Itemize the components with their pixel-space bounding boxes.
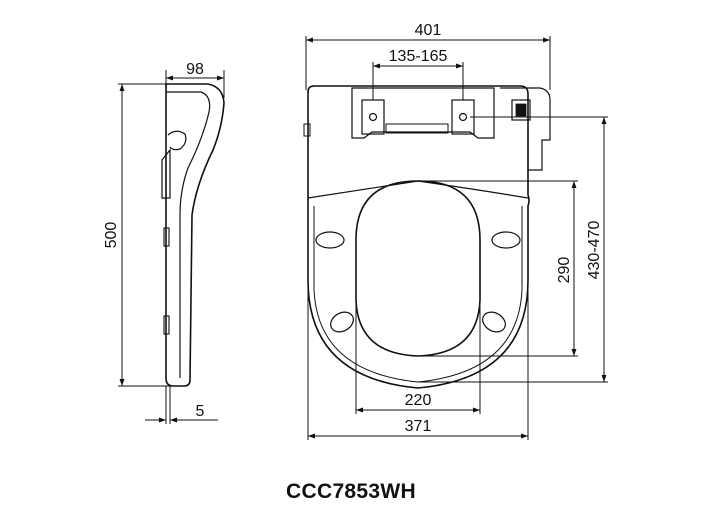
side-bracket: [161, 148, 171, 199]
dim-bolt-to-front: 430-470: [586, 221, 603, 280]
model-code: CCC7853WH: [286, 480, 416, 503]
side-buffer-top: [163, 227, 170, 247]
seat-opening: [355, 180, 481, 357]
side-lid-line: [166, 91, 211, 378]
side-profile-outline: [165, 83, 225, 387]
control-knob-inner: [515, 103, 527, 117]
buffer-front-right: [491, 231, 521, 249]
top-dimensions: [305, 36, 608, 440]
side-view: [161, 83, 225, 387]
dim-side-height: 500: [103, 222, 120, 249]
hinge-plate: [351, 87, 495, 139]
side-dimensions: [118, 70, 225, 424]
hinge-left: [361, 99, 385, 135]
dim-inner-length: 290: [556, 257, 573, 284]
hinge-right-bolt: [458, 112, 468, 122]
dim-side-top-depth: 98: [186, 61, 204, 78]
buffer-front-left: [315, 231, 345, 249]
side-buffer-bottom: [163, 315, 170, 335]
seat-edge: [307, 180, 529, 199]
dim-side-bottom-offset: 5: [196, 403, 205, 420]
control-knob: [511, 99, 531, 121]
side-hinge-bump: [167, 130, 187, 151]
hinge-slot: [385, 123, 449, 134]
control-box: [500, 87, 551, 171]
top-view: [303, 85, 551, 389]
dim-seat-width: 371: [405, 418, 432, 435]
buffer-rear-left: [330, 311, 354, 333]
hinge-left-bolt: [368, 112, 378, 122]
left-tab: [303, 123, 311, 137]
buffer-rear-right: [482, 311, 506, 333]
dim-overall-width: 401: [415, 22, 442, 39]
seat-outline: [307, 85, 530, 389]
dim-hinge-spacing: 135-165: [389, 48, 448, 65]
dim-inner-width: 220: [405, 392, 432, 409]
